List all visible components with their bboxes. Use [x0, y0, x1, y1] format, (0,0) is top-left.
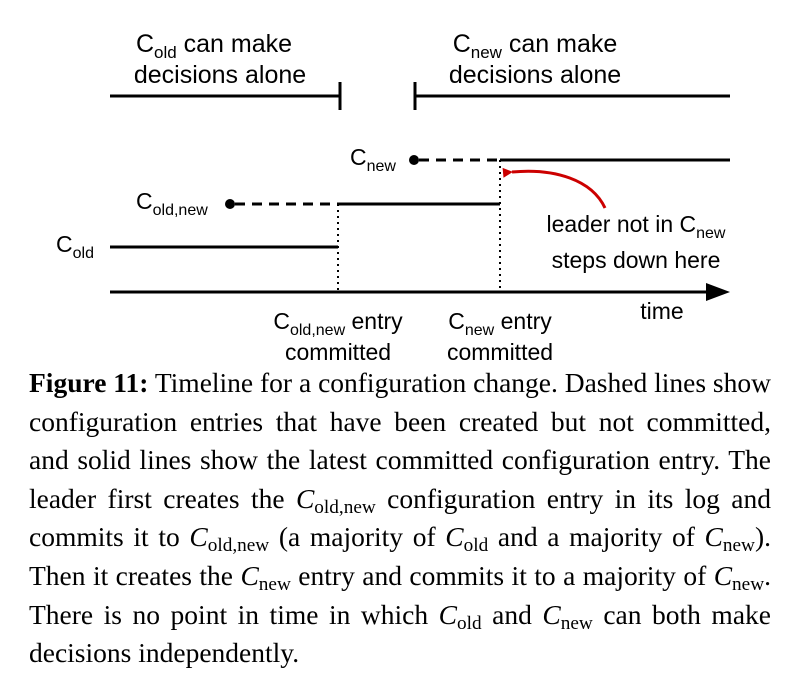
annotation-line1: leader not in Cnew — [547, 211, 726, 242]
caption-text: entry and commits it to a majority of — [290, 559, 714, 591]
math-var: Cold,new — [189, 521, 270, 557]
math-var: Cnew — [704, 521, 755, 557]
math-var: Cold — [438, 598, 482, 634]
marker1-line1: Cold,new entry — [273, 308, 403, 339]
math-var: Cnew — [240, 559, 291, 595]
math-var: Cnew — [713, 559, 765, 595]
caption-text: ). Then it creates the — [29, 521, 772, 591]
math-var: Cnew — [542, 598, 593, 634]
header-old-line1: Cold can make — [136, 30, 292, 62]
coldnew-created-dot — [225, 199, 235, 209]
label-cnew: Cnew — [350, 144, 396, 175]
old-alone-bracket — [110, 82, 342, 110]
caption-text: . There is no point in time in which — [29, 559, 771, 630]
figure-caption: Figure 11: Timeline for a configuration … — [29, 364, 771, 673]
marker1-line2: committed — [285, 339, 391, 365]
marker2-line1: Cnew entry — [448, 308, 552, 339]
math-var: Cold — [445, 521, 489, 557]
header-old-line2: decisions alone — [134, 61, 306, 89]
step-down-arrow — [502, 167, 607, 209]
header-new-line1: Cnew can make — [453, 30, 618, 62]
timeline-diagram: Cold can make decisions alone Cnew can m… — [56, 30, 730, 365]
label-coldnew: Cold,new — [136, 188, 208, 219]
time-axis-label: time — [640, 298, 683, 324]
figure-label: Figure 11: — [29, 367, 149, 398]
caption-text: and a majority of — [488, 521, 705, 553]
time-axis-arrowhead — [706, 283, 730, 301]
caption-text: (a majority of — [269, 521, 446, 553]
new-alone-bracket — [413, 82, 730, 110]
caption-text: configuration entry in its log and commi… — [29, 482, 771, 553]
caption-text: and — [481, 598, 543, 630]
math-var: Cold,new — [295, 482, 376, 518]
header-new-line2: decisions alone — [449, 61, 621, 89]
label-cold: Cold — [56, 231, 94, 262]
caption-text: can both make decisions independently. — [29, 598, 771, 669]
cnew-created-dot — [409, 155, 419, 165]
annotation-line2: steps down here — [552, 247, 721, 273]
caption-text: Timeline for a configuration change. Das… — [29, 367, 771, 514]
marker2-line2: committed — [447, 339, 553, 365]
